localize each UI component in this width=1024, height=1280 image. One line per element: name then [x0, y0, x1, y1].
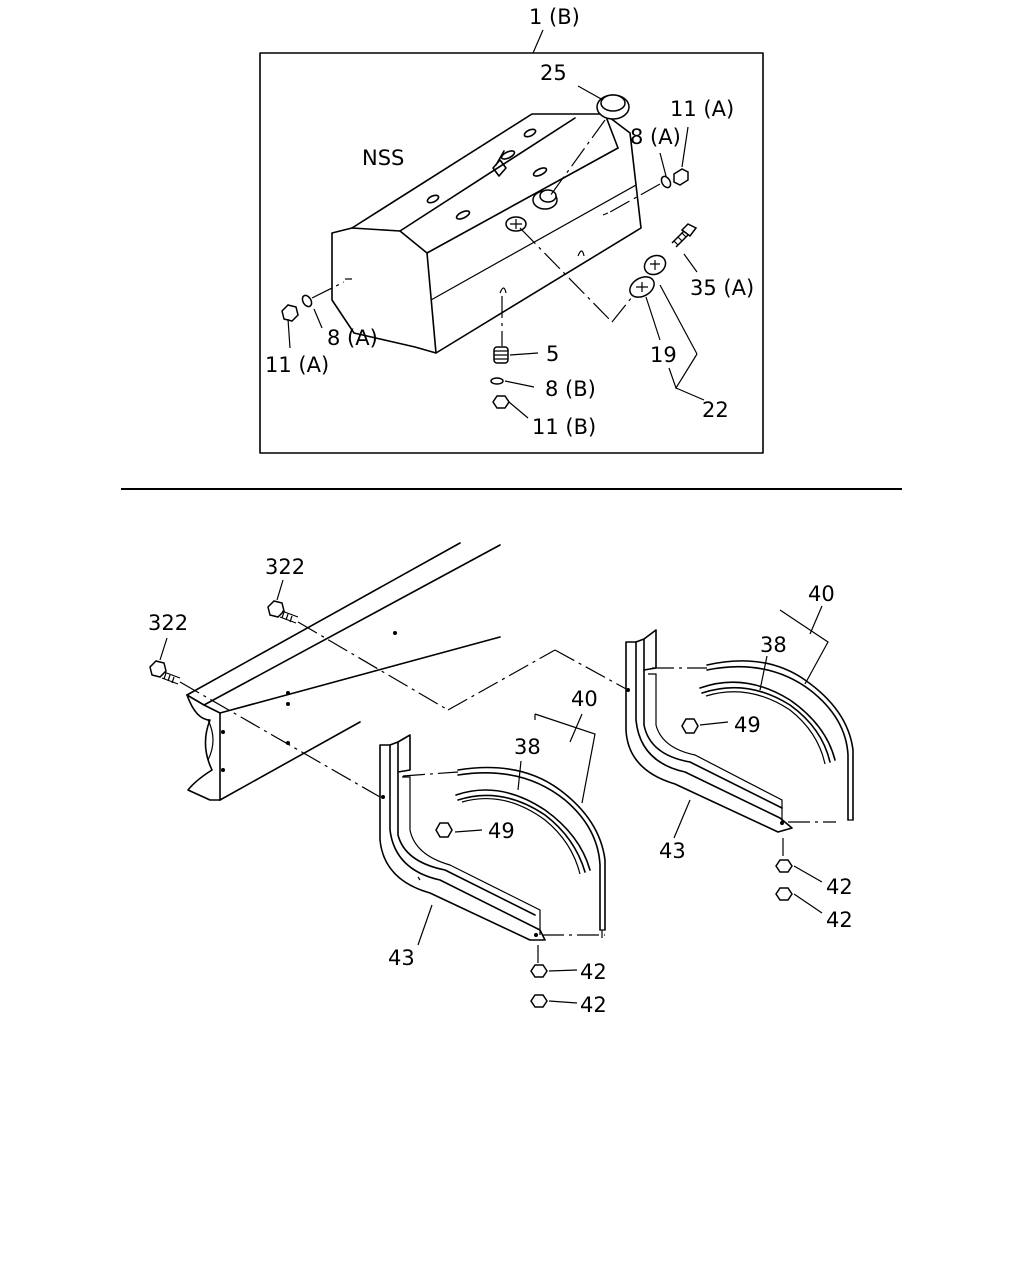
frame-bolt-lower: [149, 637, 381, 798]
label-nut-42-left-b: 42: [580, 993, 607, 1017]
label-washer-a-left: 8 (A): [327, 326, 378, 350]
label-bracket-right: 43: [659, 839, 686, 863]
drain-plug-stack: [490, 296, 539, 419]
label-nut-42-right-a: 42: [826, 875, 853, 899]
label-gauge-unit: 19: [650, 343, 677, 367]
fuel-tank: [331, 113, 642, 354]
assembly-leader: [532, 29, 544, 54]
label-cap: 25: [540, 61, 567, 85]
label-strap-assy-right: 40: [808, 582, 835, 606]
label-bolt-frame-lower: 322: [148, 611, 188, 635]
label-nut-42-left-a: 42: [580, 960, 607, 984]
label-bracket-left: 43: [388, 946, 415, 970]
label-drain-plug: 5: [546, 342, 559, 366]
label-strap-left: 38: [514, 735, 541, 759]
tank-panel-frame: [259, 52, 764, 454]
label-gauge-set: 22: [702, 398, 729, 422]
bracket-assembly-right: [625, 605, 854, 914]
bolt-washer-left: [281, 281, 345, 349]
frame-rail: [186, 542, 501, 801]
label-nut-left: 49: [488, 819, 515, 843]
frame-bolt-upper: [267, 579, 629, 711]
label-bolt-b: 11 (B): [532, 415, 596, 439]
label-assembly: 1 (B): [529, 5, 580, 29]
label-bolt-a-top: 11 (A): [670, 97, 734, 121]
label-nut-right: 49: [734, 713, 761, 737]
filler-cap: [549, 85, 630, 197]
label-bolt-frame-upper: 322: [265, 555, 305, 579]
label-tank: NSS: [362, 146, 404, 170]
callout-labels: 1 (B) 25 NSS 11 (A) 8 (A) 8 (A) 11 (A) 5…: [148, 5, 853, 1017]
bracket-panel: [149, 542, 854, 1008]
label-bolt-a-left: 11 (A): [265, 353, 329, 377]
bracket-assembly-left: [379, 713, 606, 1008]
fuel-gauge-unit: [519, 223, 705, 401]
label-washer-a-top: 8 (A): [630, 125, 681, 149]
label-strap-right: 38: [760, 633, 787, 657]
label-strap-assy-left: 40: [571, 687, 598, 711]
tank-panel: [259, 29, 764, 454]
label-nut-42-right-b: 42: [826, 908, 853, 932]
bolt-washer-top-right: [609, 126, 689, 213]
label-washer-b: 8 (B): [545, 377, 596, 401]
label-screw: 35 (A): [690, 276, 754, 300]
